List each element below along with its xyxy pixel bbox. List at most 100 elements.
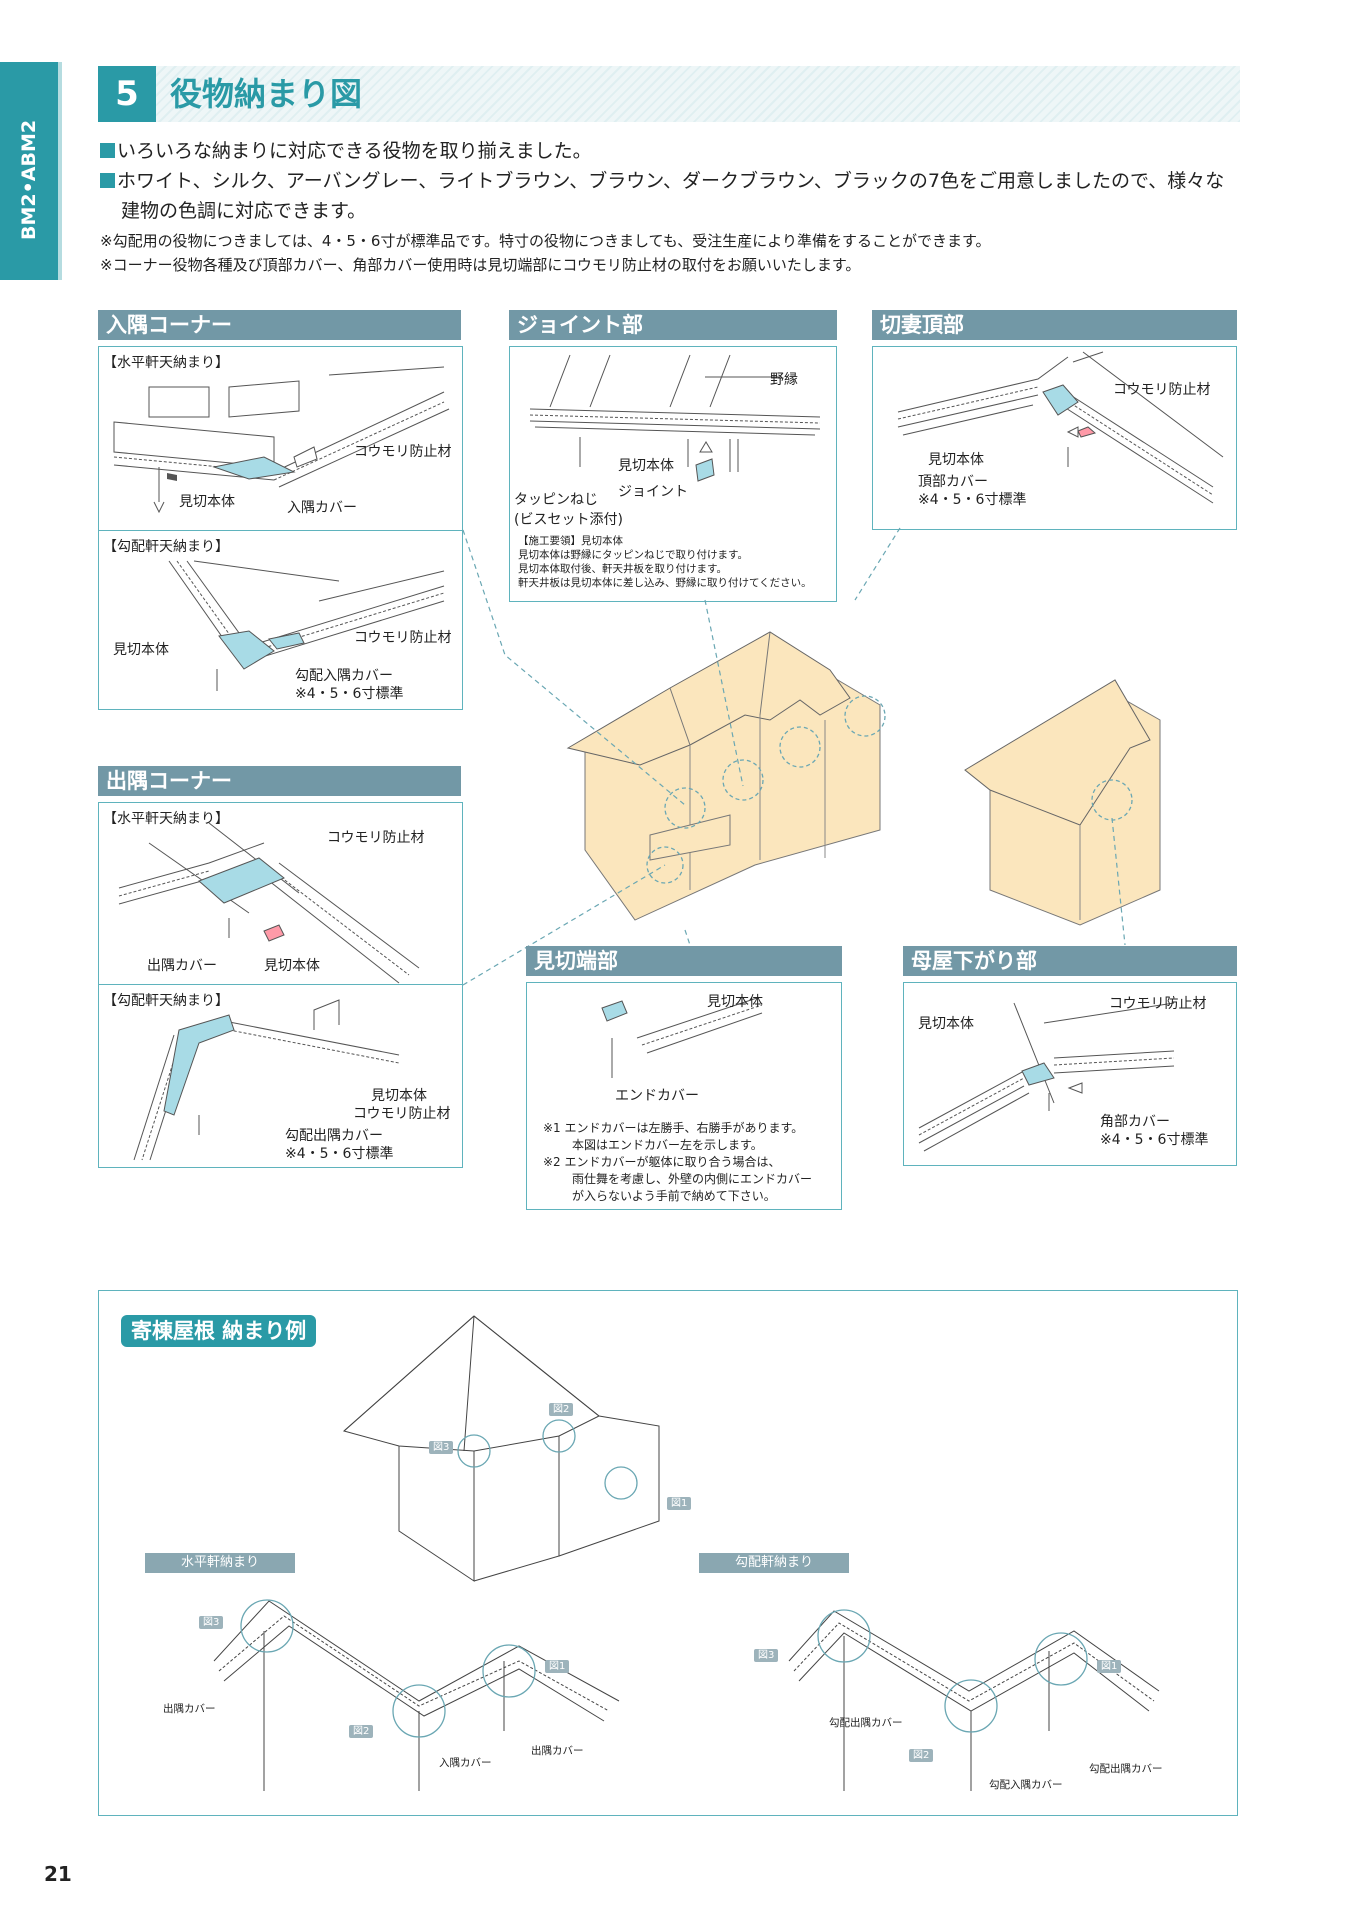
yosemune-s-label-2: 勾配出隅カバー xyxy=(1089,1763,1163,1775)
desumi-s-label-std: ※4・5・6寸標準 xyxy=(285,1146,394,1162)
irisumi-s-label-mikiri: 見切本体 xyxy=(113,642,169,658)
joint-box: 野縁 見切本体 ジョイント タッピンねじ (ビスセット添付) 【施工要領】見切本… xyxy=(509,346,837,602)
mikiri-box: 見切本体 エンドカバー ※1 エンドカバーは左勝手、右勝手があります。 本図はエ… xyxy=(526,982,842,1210)
desumi-s-label-komori: コウモリ防止材 xyxy=(353,1106,451,1122)
joint-label-noen: 野縁 xyxy=(770,372,798,388)
house-illustration-main xyxy=(566,631,886,921)
yosemune-drawing xyxy=(213,1315,1160,1791)
irisumi-h-heading: 【水平軒天納まり】 xyxy=(103,355,229,371)
irisumi-s-drawing xyxy=(168,560,445,691)
section-header xyxy=(98,66,1240,122)
irisumi-s-label-std: ※4・5・6寸標準 xyxy=(295,686,404,702)
fig-tag-s-2: 図2 xyxy=(909,1749,934,1762)
yosemune-panel: 寄棟屋根 納まり例 図2 図3 xyxy=(98,1290,1238,1816)
moya-box: コウモリ防止材 見切本体 角部カバー ※4・5・6寸標準 xyxy=(903,982,1237,1166)
yosemune-horizontal-title: 水平軒納まり xyxy=(145,1553,295,1573)
irisumi-s-label-cover: 勾配入隅カバー xyxy=(295,668,393,684)
bullet-square-icon xyxy=(100,143,115,158)
section-number: 5 xyxy=(98,66,156,122)
desumi-h-label-mikiri: 見切本体 xyxy=(264,958,320,974)
joint-procedure-2: 見切本体取付後、軒天井板を取り付けます。 xyxy=(518,563,727,575)
joint-band: ジョイント部 xyxy=(509,310,837,340)
intro-line-3: 建物の色調に対応できます。 xyxy=(121,200,367,222)
fig-tag-s-1: 図1 xyxy=(1097,1660,1122,1673)
desumi-s-label-cover: 勾配出隅カバー xyxy=(285,1128,383,1144)
moya-label-komori: コウモリ防止材 xyxy=(1109,996,1207,1012)
irisumi-horizontal-box: 【水平軒天納まり】 コウモリ防止材 見切本体 入隅カバー xyxy=(98,346,463,532)
irisumi-slope-box: 【勾配軒天納まり】 見切本体 コウモリ防止材 勾配入隅カバー ※4・5・6寸標準 xyxy=(98,530,463,710)
irisumi-h-label-cover: 入隅カバー xyxy=(287,500,357,516)
moya-drawing xyxy=(918,1002,1175,1152)
yosemune-title: 寄棟屋根 納まり例 xyxy=(121,1315,317,1347)
note-2: ※コーナー役物各種及び頂部カバー、角部カバー使用時は見切端部にコウモリ防止材の取… xyxy=(100,256,861,274)
intro-line-1: いろいろな納まりに対応できる役物を取り揃えました。 xyxy=(100,136,592,163)
kirizuma-drawing xyxy=(897,351,1224,504)
joint-procedure-1: 見切本体は野縁にタッピンねじで取り付けます。 xyxy=(518,549,748,561)
desumi-h-heading: 【水平軒天納まり】 xyxy=(103,811,229,827)
irisumi-band: 入隅コーナー xyxy=(98,310,461,340)
desumi-band: 出隅コーナー xyxy=(98,766,461,796)
mikiri-drawing xyxy=(601,997,763,1078)
bullet-square-icon xyxy=(100,173,115,188)
joint-procedure-0: 【施工要領】見切本体 xyxy=(518,535,623,547)
fig-tag-1: 図1 xyxy=(667,1497,692,1510)
yosemune-h-label-1: 入隅カバー xyxy=(439,1757,492,1769)
mikiri-note-1: 本図はエンドカバー左を示します。 xyxy=(572,1138,763,1152)
fig-tag-s-3: 図3 xyxy=(754,1649,779,1662)
side-tab-line xyxy=(58,62,62,280)
moya-label-std: ※4・5・6寸標準 xyxy=(1100,1132,1209,1148)
note-1: ※勾配用の役物につきましては、4・5・6寸が標準品です。特寸の役物につきましても… xyxy=(100,232,991,250)
joint-label-screw-set: (ビスセット添付) xyxy=(514,512,623,528)
moya-band: 母屋下がり部 xyxy=(903,946,1237,976)
yosemune-s-label-0: 勾配出隅カバー xyxy=(829,1717,903,1729)
fig-tag-2: 図2 xyxy=(549,1403,574,1416)
mikiri-band: 見切端部 xyxy=(526,946,842,976)
desumi-slope-box: 【勾配軒天納まり】 見切本体 コウモリ防止材 勾配出隅カバー ※4・5・6寸標準 xyxy=(98,984,463,1168)
fig-tag-h-2: 図2 xyxy=(349,1725,374,1738)
joint-label-screw: タッピンねじ xyxy=(514,492,598,508)
yosemune-h-label-2: 出隅カバー xyxy=(531,1745,584,1757)
irisumi-h-label-komori: コウモリ防止材 xyxy=(354,444,452,460)
desumi-h-drawing xyxy=(118,822,420,984)
desumi-h-label-komori: コウモリ防止材 xyxy=(327,830,425,846)
mikiri-note-3: 雨仕舞を考慮し、外壁の内側にエンドカバー xyxy=(572,1172,813,1186)
irisumi-h-label-mikiri: 見切本体 xyxy=(179,494,235,510)
kirizuma-band: 切妻頂部 xyxy=(872,310,1237,340)
joint-label-mikiri: 見切本体 xyxy=(618,458,674,474)
irisumi-s-heading: 【勾配軒天納まり】 xyxy=(103,539,229,555)
desumi-s-drawing xyxy=(133,999,400,1161)
moya-label-mikiri: 見切本体 xyxy=(918,1016,974,1032)
fig-tag-h-3: 図3 xyxy=(199,1616,224,1629)
desumi-h-label-cover: 出隅カバー xyxy=(147,958,217,974)
yosemune-s-label-1: 勾配入隅カバー xyxy=(989,1779,1063,1791)
joint-label-joint: ジョイント xyxy=(618,484,688,500)
joint-drawing xyxy=(529,354,821,482)
fig-tag-h-1: 図1 xyxy=(545,1660,570,1673)
mikiri-label-mikiri: 見切本体 xyxy=(707,994,763,1010)
kirizuma-label-komori: コウモリ防止材 xyxy=(1113,382,1211,398)
kirizuma-label-std: ※4・5・6寸標準 xyxy=(918,492,1027,508)
desumi-s-label-mikiri: 見切本体 xyxy=(371,1088,427,1104)
mikiri-note-0: ※1 エンドカバーは左勝手、右勝手があります。 xyxy=(543,1121,804,1135)
joint-procedure-3: 軒天井板は見切本体に差し込み、野縁に取り付けてください。 xyxy=(518,577,812,589)
mikiri-note-4: が入らないよう手前で納めて下さい。 xyxy=(572,1189,776,1203)
house-illustration-gable xyxy=(964,679,1161,926)
yosemune-h-label-0: 出隅カバー xyxy=(163,1703,216,1715)
desumi-horizontal-box: 【水平軒天納まり】 コウモリ防止材 出隅カバー 見切本体 xyxy=(98,802,463,986)
fig-tag-3: 図3 xyxy=(429,1441,454,1454)
kirizuma-box: コウモリ防止材 見切本体 頂部カバー ※4・5・6寸標準 xyxy=(872,346,1237,530)
kirizuma-label-mikiri: 見切本体 xyxy=(928,452,984,468)
desumi-s-heading: 【勾配軒天納まり】 xyxy=(103,993,229,1009)
moya-label-cover: 角部カバー xyxy=(1100,1114,1170,1130)
mikiri-note-2: ※2 エンドカバーが躯体に取り合う場合は、 xyxy=(543,1155,781,1169)
irisumi-s-label-komori: コウモリ防止材 xyxy=(354,630,452,646)
intro-line-2: ホワイト、シルク、アーバングレー、ライトブラウン、ブラウン、ダークブラウン、ブラ… xyxy=(100,166,1224,193)
kirizuma-label-cover: 頂部カバー xyxy=(918,474,988,490)
yosemune-slope-title: 勾配軒納まり xyxy=(699,1553,849,1573)
page-number: 21 xyxy=(44,1862,72,1886)
mikiri-label-end: エンドカバー xyxy=(615,1088,699,1104)
section-title: 役物納まり図 xyxy=(170,75,363,113)
side-tab xyxy=(0,62,58,280)
irisumi-h-drawing xyxy=(113,366,450,514)
